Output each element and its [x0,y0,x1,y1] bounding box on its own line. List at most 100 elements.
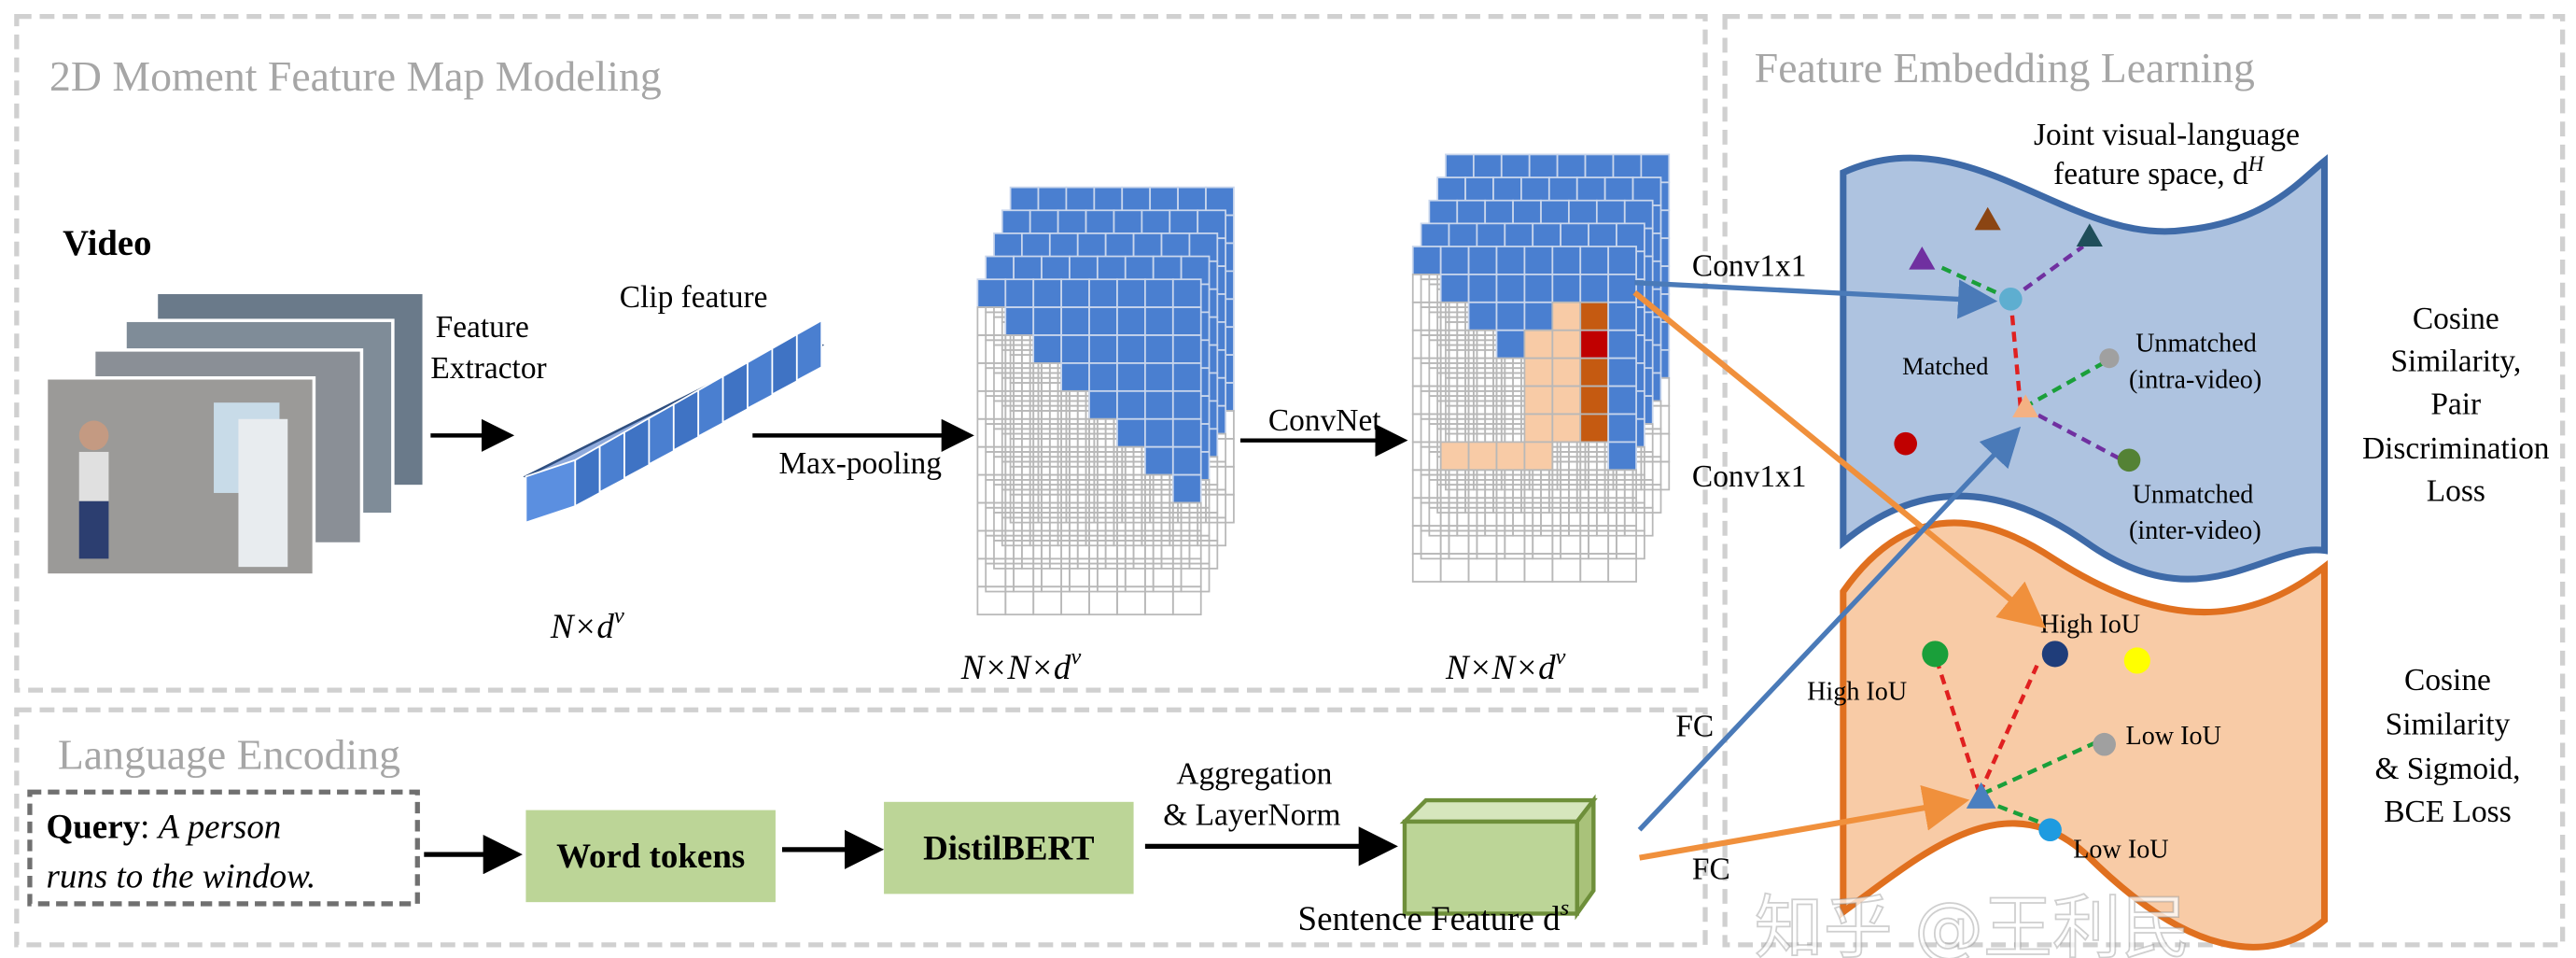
grid-cell [1607,553,1637,583]
grid-cell [1523,553,1554,583]
grid-cell [1467,357,1498,387]
grid-cell [1060,389,1090,420]
grid-cell [1144,445,1174,476]
grid-cell [1116,529,1146,560]
clip-feature-prism [523,318,825,524]
grid-cell [1060,417,1090,448]
maxpool-label: Max-pooling [778,446,942,481]
grid-cell [1060,473,1090,504]
grid-cell [1551,441,1582,472]
grid-cell [976,389,1007,420]
grid-cell [1088,585,1118,616]
grid-cell [1579,441,1610,472]
grid-cell [1523,497,1554,528]
grid-cell [1171,334,1202,364]
grid-cell [1004,417,1035,448]
grid-cell [1088,306,1118,336]
grid-cell [1467,274,1498,303]
grid-cell [1495,301,1526,331]
grid-cell [1116,417,1146,448]
grid-cell [1579,301,1610,331]
grid-cell [1551,497,1582,528]
grid-cell [1495,553,1526,583]
grid-cell [1495,469,1526,500]
grid-cell [1171,278,1202,308]
map-dim-label-2: N×N×dv [1445,644,1566,686]
grid-cell [1116,278,1146,308]
grid-cell [1088,557,1118,588]
grid-cell [976,501,1007,532]
grid-cell [1523,246,1554,275]
grid-cell [1579,497,1610,528]
grid-cell [1579,357,1610,387]
grid-cell [1467,497,1498,528]
grid-cell [1439,469,1470,500]
grid-cell [1579,274,1610,303]
grid-cell [1060,585,1090,616]
feature-extractor-label: Feature [436,310,529,345]
grid-cell [1032,445,1063,476]
conv-arrow-blue [1634,279,1998,319]
grid-cell [1116,334,1146,364]
grid-cell [1551,357,1582,387]
grid-cell [1004,529,1035,560]
grid-cell [1467,441,1498,472]
grid-cell [1060,334,1090,364]
grid-cell [1551,301,1582,331]
grid-cell [1551,274,1582,303]
grid-cell [1495,246,1526,275]
grid-cell [1579,246,1610,275]
grid-cell [1004,278,1035,308]
grid-cell [1495,357,1526,387]
grid-cell [1004,445,1035,476]
grid-cell [1116,389,1146,420]
grid-cell [1411,469,1442,500]
video-frames [44,290,427,577]
high-iou-label-2: High IoU [1807,678,1907,707]
grid-cell [1088,278,1118,308]
grid-cell [1551,413,1582,444]
grid-cell [1060,362,1090,392]
grid-cell [1032,278,1063,308]
embedding-section-box [1722,13,2566,948]
grid-cell [1579,413,1610,444]
grid-cell [1004,362,1035,392]
grid-cell [1411,301,1442,331]
grid-cell [1411,413,1442,444]
grid-cell [1439,246,1470,275]
prism-cell [795,318,823,382]
grid-cell [1551,553,1582,583]
fc-arrow-orange [1639,784,1970,861]
grid-cell [1495,441,1526,472]
grid-cell [1171,389,1202,420]
grid-cell [1060,278,1090,308]
grid-cell [1116,557,1146,588]
grid-cell [1144,417,1174,448]
grid-cell [1551,525,1582,555]
map-dim-label-1: N×N×dv [960,644,1082,686]
grid-cell [1411,497,1442,528]
grid-cell [1607,413,1637,444]
grid-cell [1411,274,1442,303]
grid-cell [1411,246,1442,275]
grid-cell [1607,469,1637,500]
grid-cell [1523,329,1554,359]
grid-cell [1467,553,1498,583]
grid-cell [1411,385,1442,416]
grid-cell [1171,529,1202,560]
grid-cell [1579,469,1610,500]
iou-feature-space [1840,519,2328,951]
grid-cell [1411,525,1442,555]
query-text: Query: A person [47,808,282,846]
svg-text:Similarity: Similarity [2386,708,2511,742]
grid-cell [976,334,1007,364]
grid-cell [1579,385,1610,416]
convnet-output-cube [1411,153,1671,583]
grid-cell [1144,362,1174,392]
fc-arrow-blue [1637,426,2022,832]
joint-feature-space [1840,154,2328,583]
grid-cell [1439,329,1470,359]
grid-cell [1495,274,1526,303]
grid-cell [976,445,1007,476]
